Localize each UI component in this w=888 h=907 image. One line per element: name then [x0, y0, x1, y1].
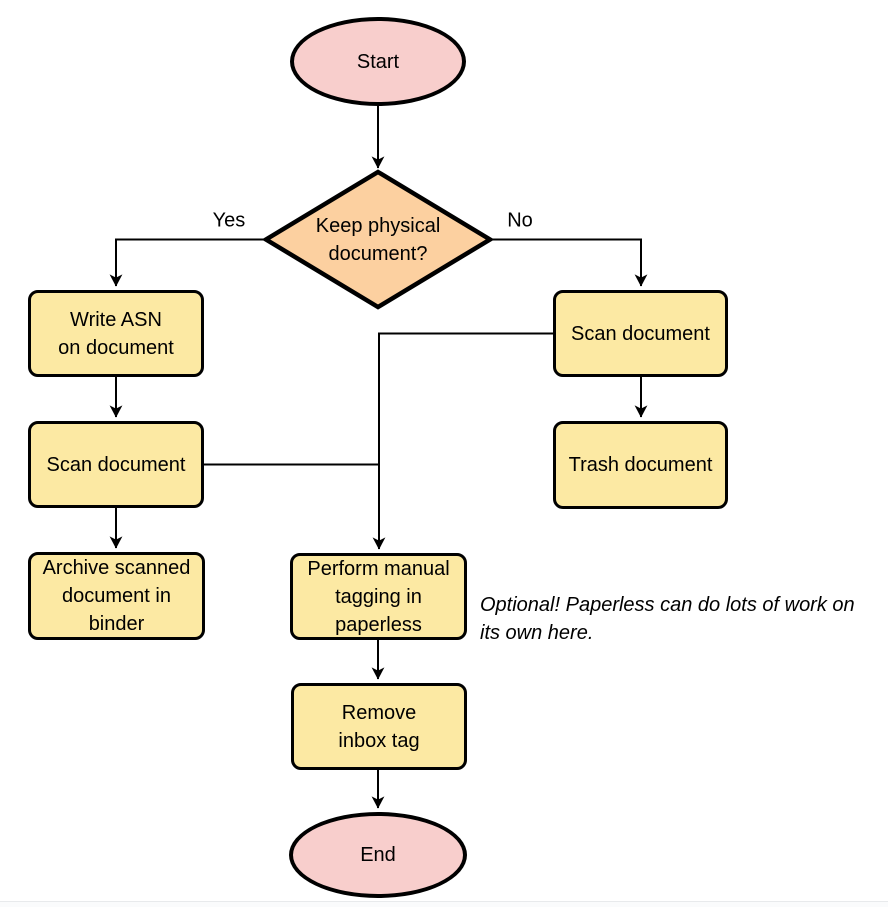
node-decision: Keep physical document? — [278, 200, 478, 280]
edge-label-yes: Yes — [210, 209, 248, 233]
node-end-label: End — [360, 844, 396, 866]
node-archive-binder: Archive scanned document in binder — [28, 552, 205, 640]
node-trash-document-label: Trash document — [568, 454, 713, 476]
node-scan-document-left: Scan document — [28, 421, 204, 508]
node-perform-tagging: Perform manual tagging in paperless — [290, 553, 467, 640]
node-write-asn-label: Write ASN on document — [58, 308, 174, 359]
node-write-asn: Write ASN on document — [28, 290, 204, 377]
node-remove-inbox-tag: Remove inbox tag — [291, 683, 467, 770]
edge-decision-yes-to-write-asn — [109, 238, 266, 287]
node-scan-document-right: Scan document — [553, 290, 728, 377]
node-end: End — [289, 812, 467, 898]
node-scan-document-right-label: Scan document — [571, 322, 710, 345]
edge-decision-no-to-scan-right — [490, 238, 648, 287]
node-trash-document: Trash document — [553, 421, 728, 509]
annotation-optional-note: Optional! Paperless can do lots of work … — [480, 594, 855, 644]
decision-diamond-shape — [261, 169, 495, 310]
node-archive-binder-label: Archive scanned document in binder — [42, 557, 191, 635]
node-perform-tagging-label: Perform manual tagging in paperless — [307, 557, 450, 636]
node-start: Start — [290, 17, 466, 106]
edge-scan-right-to-perform-tagging — [372, 332, 553, 550]
page-bottom-edge — [0, 901, 888, 907]
node-start-label: Start — [356, 50, 400, 73]
node-decision-label: Keep physical document? — [315, 215, 441, 265]
edge-label-no: No — [505, 209, 535, 233]
node-remove-inbox-tag-label: Remove inbox tag — [338, 701, 420, 752]
node-scan-document-left-label: Scan document — [46, 453, 186, 476]
